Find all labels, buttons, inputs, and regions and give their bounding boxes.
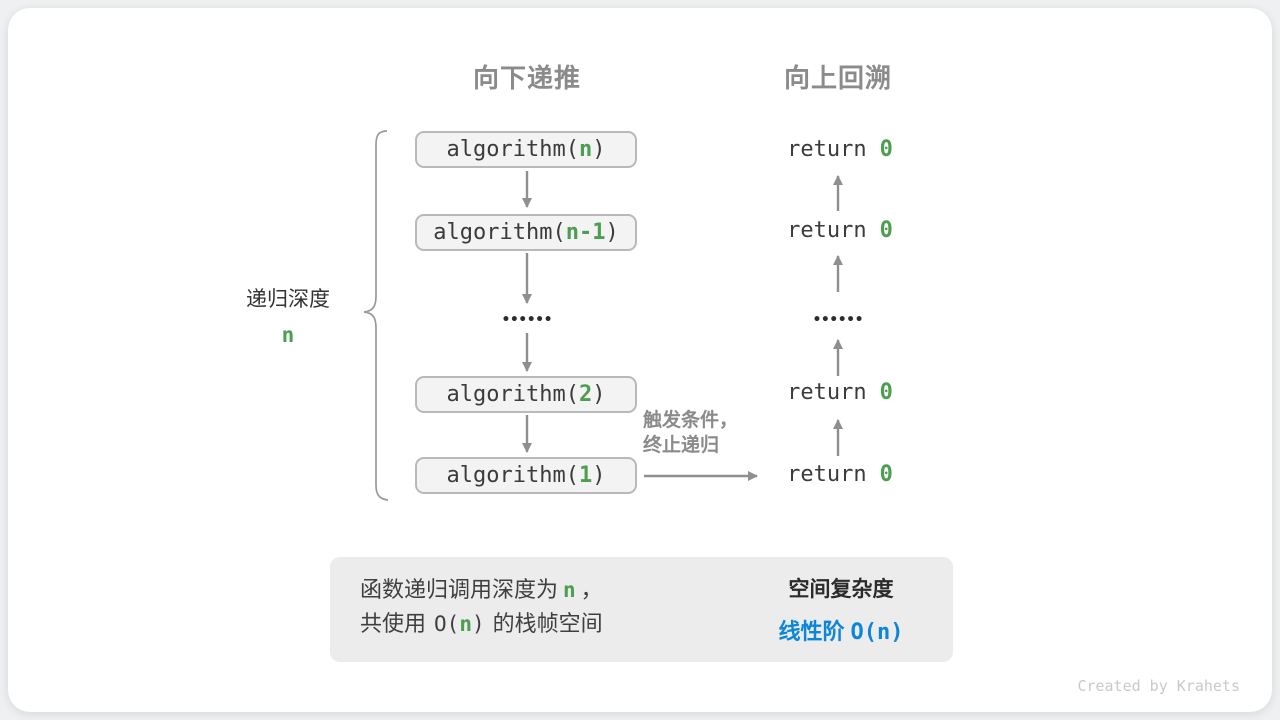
return-keyword: return bbox=[787, 380, 867, 405]
summary-line2-text: 共使用 bbox=[360, 611, 427, 636]
header-upward-backtracking: 向上回溯 bbox=[783, 63, 892, 93]
summary-big-o-open: O( bbox=[434, 612, 460, 636]
call-arg: 1 bbox=[578, 463, 593, 488]
summary-big-o-close: ) bbox=[471, 612, 485, 636]
stack-ellipsis: •••••• bbox=[501, 312, 553, 328]
call-box-algorithm-1: algorithm(1) bbox=[415, 457, 637, 494]
return-value: 0 bbox=[879, 462, 893, 487]
call-arg: 2 bbox=[578, 382, 593, 407]
base-case-note: 触发条件， 终止递归 bbox=[643, 408, 738, 458]
call-arg: n-1 bbox=[565, 220, 606, 245]
call-fn: algorithm( bbox=[446, 463, 579, 488]
header-downward-recursion: 向下递推 bbox=[472, 63, 581, 93]
return-keyword: return bbox=[787, 218, 867, 243]
return-statement: return 0 bbox=[740, 137, 940, 162]
call-fn: algorithm( bbox=[433, 220, 566, 245]
return-value: 0 bbox=[879, 218, 893, 243]
return-value: 0 bbox=[879, 137, 893, 162]
summary-line1-n: n bbox=[563, 578, 576, 602]
summary-panel bbox=[330, 557, 953, 662]
call-close: ) bbox=[592, 463, 606, 488]
summary-line2-text-b: 的栈帧空间 bbox=[492, 611, 603, 636]
return-statement: return 0 bbox=[740, 380, 940, 405]
call-close: ) bbox=[605, 220, 619, 245]
return-statement: return 0 bbox=[740, 462, 940, 487]
summary-line2: 共使用 O(n) 的栈帧空间 bbox=[360, 607, 603, 641]
call-arg: n bbox=[578, 137, 593, 162]
return-value: 0 bbox=[879, 380, 893, 405]
base-case-note-line1: 触发条件， bbox=[643, 410, 739, 431]
return-keyword: return bbox=[787, 137, 867, 162]
call-fn: algorithm( bbox=[446, 382, 579, 407]
return-ellipsis: •••••• bbox=[812, 312, 864, 328]
recursion-depth-text: 递归深度 bbox=[246, 288, 330, 311]
base-case-note-line2: 终止递归 bbox=[643, 435, 720, 456]
watermark-credit: Created by Krahets bbox=[1077, 677, 1240, 695]
call-close: ) bbox=[592, 382, 606, 407]
call-box-algorithm-n: algorithm(n) bbox=[415, 131, 637, 168]
recursion-depth-value: n bbox=[281, 323, 295, 347]
recursion-depth-label: 递归深度 n bbox=[188, 283, 388, 347]
return-keyword: return bbox=[787, 462, 867, 487]
space-complexity-title: 空间复杂度 bbox=[788, 578, 894, 601]
complexity-big-o: O(n) bbox=[850, 620, 904, 645]
call-box-algorithm-2: algorithm(2) bbox=[415, 376, 637, 413]
summary-line1-text: 函数递归调用深度为 bbox=[360, 577, 559, 602]
call-box-algorithm-n-1: algorithm(n-1) bbox=[415, 214, 637, 251]
complexity-order-label: 线性阶 bbox=[778, 619, 845, 644]
return-statement: return 0 bbox=[740, 218, 940, 243]
summary-line1-comma: ， bbox=[580, 577, 603, 602]
call-close: ) bbox=[592, 137, 606, 162]
summary-big-o-n: n bbox=[459, 612, 472, 636]
call-fn: algorithm( bbox=[446, 137, 579, 162]
